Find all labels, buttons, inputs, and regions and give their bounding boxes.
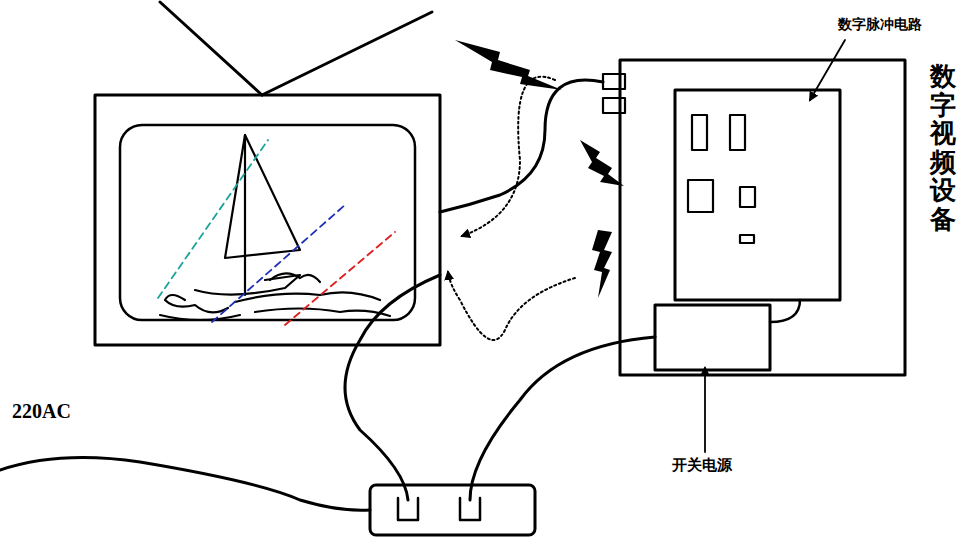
- dashed-line: [285, 232, 395, 325]
- antenna: [160, 2, 262, 95]
- leader-line: [810, 40, 845, 100]
- antenna: [262, 12, 432, 95]
- sailboat: [160, 135, 390, 320]
- connector: [603, 98, 625, 113]
- part-label: 开关电源: [672, 456, 732, 475]
- signal-path: [448, 272, 575, 340]
- circuit-board: [675, 90, 840, 300]
- cable: [345, 275, 440, 500]
- power-supply: [655, 305, 770, 370]
- tv-screen: [120, 125, 415, 320]
- voltage-label: 220AC: [12, 400, 71, 423]
- connector: [603, 74, 625, 89]
- wire: [770, 300, 800, 322]
- plug: [460, 498, 480, 520]
- leader-line: [704, 368, 706, 452]
- device-case: [620, 60, 905, 375]
- device-title: 数字视频设备: [930, 62, 956, 234]
- cable: [470, 337, 655, 500]
- tv-set: [95, 95, 440, 345]
- chip: [688, 115, 755, 243]
- plug: [398, 498, 418, 520]
- part-label: 数字脉冲电路: [838, 16, 922, 34]
- power-strip: [370, 485, 535, 535]
- cable: [440, 80, 603, 212]
- signal-path: [462, 77, 555, 236]
- mains-wire: [0, 458, 370, 511]
- dashed-line: [212, 205, 345, 322]
- radio-wave: [455, 40, 624, 298]
- dashed-line: [158, 140, 268, 298]
